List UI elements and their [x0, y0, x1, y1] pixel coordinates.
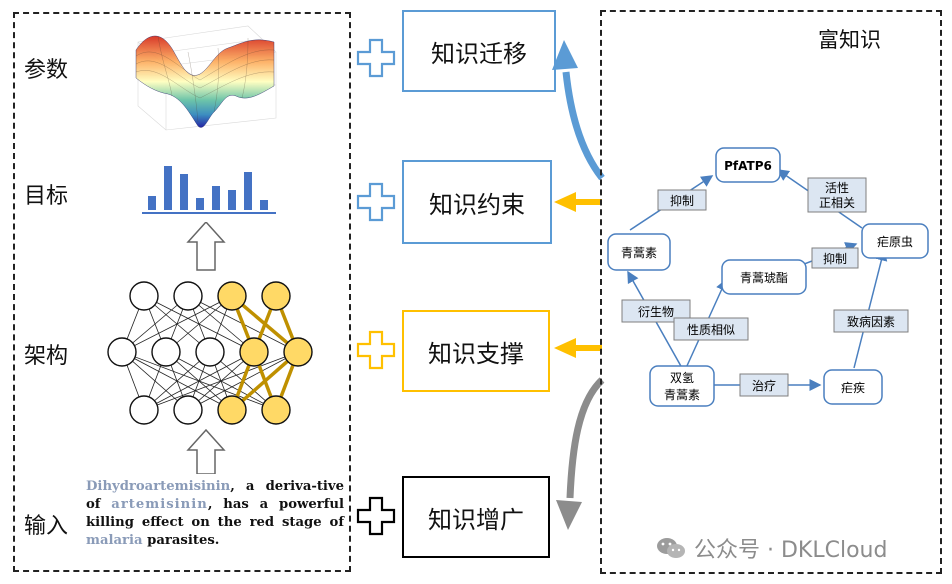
- plus-icon: [356, 496, 396, 536]
- node-nueyuanchong: 疟原虫: [861, 223, 929, 259]
- bar: [148, 196, 156, 210]
- bar: [212, 186, 220, 210]
- node-shuangqing-qinghaosu: 双氢 青蒿素: [649, 365, 715, 407]
- svg-text:疟疾: 疟疾: [841, 380, 865, 395]
- neuron: [261, 281, 291, 311]
- watermark-text: 公众号 · DKLCloud: [694, 538, 888, 563]
- edge-label-yizhi: 抑制: [657, 189, 707, 211]
- edge-label-zhibing: 致病因素: [833, 309, 909, 333]
- edge-label-xingzhi: 性质相似: [673, 317, 749, 341]
- term-artemisinin: artemisinin: [111, 497, 208, 512]
- knowledge-constraint-box: 知识约束: [402, 160, 552, 244]
- neuron: [173, 281, 203, 311]
- plus-icon: [356, 38, 396, 78]
- svg-text:青蒿琥酯: 青蒿琥酯: [740, 271, 788, 285]
- bar: [228, 190, 236, 210]
- svg-text:致病因素: 致病因素: [847, 314, 895, 329]
- neuron: [261, 395, 291, 425]
- left-panel: [13, 12, 351, 572]
- label-objective: 目标: [24, 184, 69, 209]
- rich-knowledge-panel: [600, 10, 942, 574]
- watermark: 公众号 · DKLCloud: [656, 532, 887, 564]
- svg-text:治疗: 治疗: [752, 379, 776, 393]
- neuron: [195, 337, 225, 367]
- plus-icon: [356, 330, 396, 370]
- neuron: [239, 337, 269, 367]
- svg-text:抑制: 抑制: [823, 251, 847, 266]
- neural-network: [107, 222, 313, 474]
- wechat-icon: [657, 538, 685, 558]
- knowledge-graph: PfATP6 青蒿素 青蒿琥酯 疟原虫 双氢 青蒿素 疟疾 抑制 活性 正相关 …: [607, 147, 929, 407]
- neuron: [173, 395, 203, 425]
- objective-bar-chart: [142, 166, 276, 214]
- knowledge-augmentation-box: 知识增广: [402, 476, 550, 558]
- label-params: 参数: [24, 58, 69, 83]
- bar: [244, 172, 252, 210]
- svg-text:青蒿素: 青蒿素: [621, 246, 657, 260]
- term-malaria: malaria: [86, 533, 143, 548]
- node-pfatp6: PfATP6: [715, 147, 781, 183]
- bar: [196, 198, 204, 210]
- arrow-head-icon: [554, 192, 576, 212]
- arrow-head-icon: [552, 40, 578, 70]
- term-dihydroartemisinin: Dihydroartemisinin: [86, 479, 231, 494]
- hollow-arrow-up-icon: [186, 428, 226, 474]
- input-sentence: Dihydroartemisinin, a deriva-tive of art…: [86, 479, 344, 548]
- arrow-head-icon: [554, 338, 576, 358]
- arrow-head-icon: [556, 500, 582, 530]
- edge-label-yizhi-2: 抑制: [811, 247, 859, 269]
- label-input: 输入: [24, 514, 69, 539]
- svg-text:活性: 活性: [825, 181, 849, 195]
- hollow-arrow-up-icon: [186, 222, 226, 271]
- svg-text:正相关: 正相关: [819, 196, 855, 210]
- svg-text:双氢: 双氢: [670, 370, 694, 385]
- rich-knowledge-title: 富知识: [818, 28, 881, 52]
- svg-text:PfATP6: PfATP6: [724, 159, 772, 173]
- plus-icon: [356, 182, 396, 222]
- bar: [180, 174, 188, 210]
- neuron: [129, 395, 159, 425]
- parameter-surface-plot: [135, 25, 277, 131]
- knowledge-support-box: 知识支撑: [402, 310, 550, 392]
- bar: [260, 200, 268, 210]
- svg-text:衍生物: 衍生物: [638, 305, 674, 319]
- svg-text:抑制: 抑制: [670, 193, 694, 208]
- node-qinghaohuzhi: 青蒿琥酯: [721, 259, 807, 295]
- neuron: [151, 337, 181, 367]
- knowledge-transfer-box: 知识迁移: [402, 10, 556, 92]
- neuron: [217, 395, 247, 425]
- svg-text:性质相似: 性质相似: [687, 323, 735, 337]
- label-architecture: 架构: [24, 344, 69, 369]
- svg-text:青蒿素: 青蒿素: [664, 388, 700, 402]
- edge-label-yanshengwu: 衍生物: [621, 299, 691, 323]
- node-qinghaosu: 青蒿素: [607, 233, 671, 271]
- edge-label-huoxing: 活性 正相关: [807, 177, 867, 213]
- neuron: [217, 281, 247, 311]
- neuron: [107, 337, 137, 367]
- edge-label-zhiliao: 治疗: [739, 373, 789, 397]
- node-nueji: 疟疾: [823, 369, 883, 405]
- connector-arrows: [552, 40, 605, 530]
- neuron: [283, 337, 313, 367]
- neuron: [129, 281, 159, 311]
- bar: [164, 166, 172, 210]
- svg-text:疟原虫: 疟原虫: [877, 234, 913, 249]
